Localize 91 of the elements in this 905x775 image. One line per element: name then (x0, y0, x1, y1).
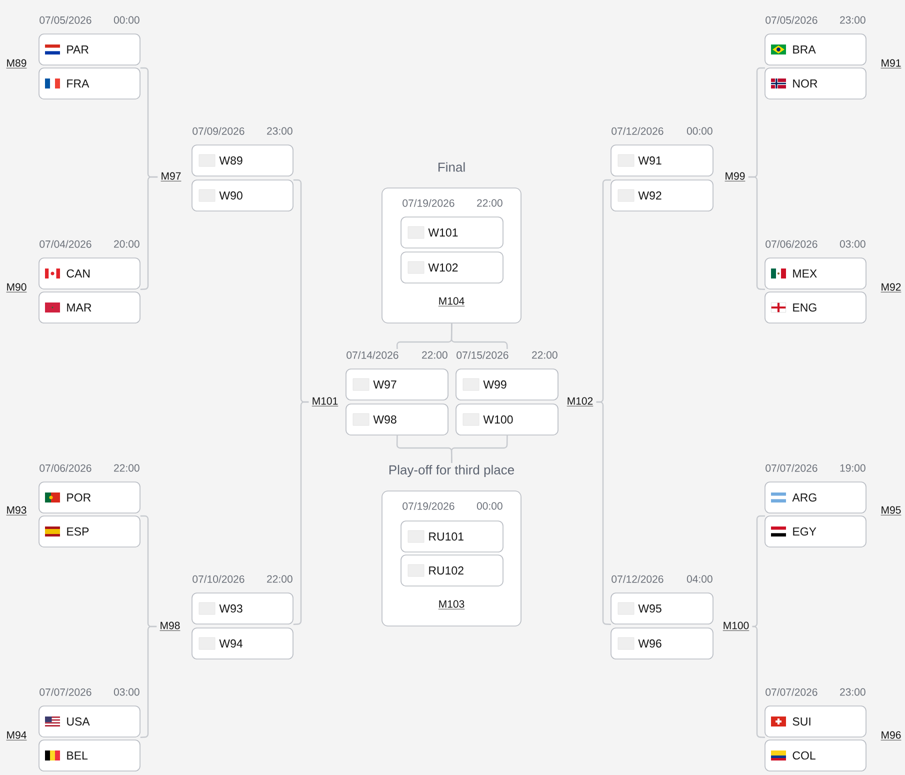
team-slot: FRA (38, 68, 140, 100)
match-link: M93 (6, 506, 27, 516)
bracket-line (596, 401, 612, 625)
time-text: 22:00 (114, 464, 140, 472)
match-link: M94 (6, 731, 27, 740)
team-slot: NOR (764, 68, 866, 100)
team-slot: W97 (346, 368, 448, 400)
date-text: 07/10/2026 (192, 575, 244, 583)
team-slot: W93 (192, 592, 294, 624)
team-slot: W96 (610, 628, 714, 660)
team-slot: SUI (764, 706, 866, 738)
date-text: 07/05/2026 (40, 16, 92, 24)
team-slot: W99 (456, 368, 558, 400)
date-text: 07/12/2026 (612, 575, 664, 583)
time-text: 20:00 (114, 240, 140, 248)
team-slot: USA (38, 706, 140, 738)
bracket-line (140, 626, 157, 738)
match-link: M101 (312, 397, 338, 406)
team-slot: COL (764, 740, 866, 772)
date-text: 07/09/2026 (192, 127, 244, 135)
heading: Play-off for third place (389, 464, 514, 478)
match-link: M97 (160, 172, 182, 182)
team-slot: W94 (192, 628, 294, 660)
bracket-line (752, 515, 765, 628)
time-text: 22:00 (422, 351, 448, 359)
time-text: 03:00 (114, 688, 140, 696)
team-slot: ENG (764, 292, 866, 324)
team-slot: ARG (764, 482, 866, 514)
team-slot: MEX (764, 258, 866, 290)
team-slot: RU101 (400, 520, 504, 552)
team-slot: RU102 (400, 554, 504, 586)
match-link: M96 (880, 731, 902, 740)
time-text: 19:00 (840, 464, 866, 472)
bracket-line (450, 435, 508, 463)
match-link: M104 (438, 297, 465, 306)
date-text: 07/14/2026 (346, 351, 398, 359)
match-link: M91 (880, 59, 902, 68)
team-slot: W90 (192, 180, 294, 212)
time-text: 22:00 (477, 199, 502, 207)
team-slot: MAR (38, 292, 140, 324)
team-slot: W101 (400, 216, 504, 248)
date-text: 07/07/2026 (766, 464, 818, 472)
team-slot: W98 (346, 404, 448, 436)
team-slot: BEL (38, 740, 140, 772)
date-text: 07/19/2026 (402, 502, 454, 510)
team-slot: CAN (38, 258, 140, 290)
time-text: 00:00 (114, 16, 140, 24)
match-link: M102 (566, 397, 594, 406)
date-text: 07/19/2026 (402, 199, 454, 207)
team-slot: W89 (192, 144, 294, 176)
team-slot: ESP (38, 516, 140, 548)
bracket-line (140, 176, 158, 290)
team-slot: BRA (764, 34, 866, 66)
bracket-line (450, 323, 508, 350)
date-text: 07/05/2026 (766, 16, 818, 24)
date-text: 07/07/2026 (40, 688, 92, 696)
time-text: 22:00 (267, 575, 292, 583)
time-text: 03:00 (840, 240, 866, 248)
time-text: 00:00 (476, 502, 502, 510)
date-text: 07/07/2026 (766, 688, 818, 696)
team-slot: W100 (456, 404, 558, 436)
team-slot: PAR (38, 34, 140, 66)
date-text: 07/12/2026 (612, 127, 664, 135)
match-link: M89 (6, 59, 27, 68)
date-text: 07/04/2026 (40, 240, 92, 248)
time-text: 22:00 (532, 351, 558, 359)
team-slot: EGY (764, 516, 866, 548)
time-text: 23:00 (267, 127, 292, 135)
time-text: 00:00 (686, 127, 712, 135)
team-slot: W102 (400, 252, 504, 284)
match-link: M90 (6, 283, 27, 292)
date-text: 07/06/2026 (40, 464, 92, 472)
bracket-line (748, 176, 766, 290)
date-text: 07/15/2026 (456, 351, 508, 359)
team-slot: W91 (610, 144, 714, 176)
time-text: 23:00 (840, 688, 866, 696)
bracket-line (752, 626, 766, 738)
bracket-line (293, 401, 309, 625)
team-slot: POR (38, 482, 140, 514)
heading: Final (438, 162, 465, 172)
team-slot: W95 (610, 592, 714, 624)
match-link: M99 (724, 172, 746, 182)
date-text: 07/06/2026 (766, 240, 818, 248)
match-link: M98 (160, 622, 180, 631)
match-link: M95 (880, 506, 902, 516)
match-link: M100 (722, 622, 750, 631)
match-link: M92 (880, 283, 902, 292)
time-text: 23:00 (840, 16, 866, 24)
match-link: M103 (438, 600, 465, 610)
team-slot: W92 (610, 180, 714, 212)
time-text: 04:00 (686, 575, 712, 583)
